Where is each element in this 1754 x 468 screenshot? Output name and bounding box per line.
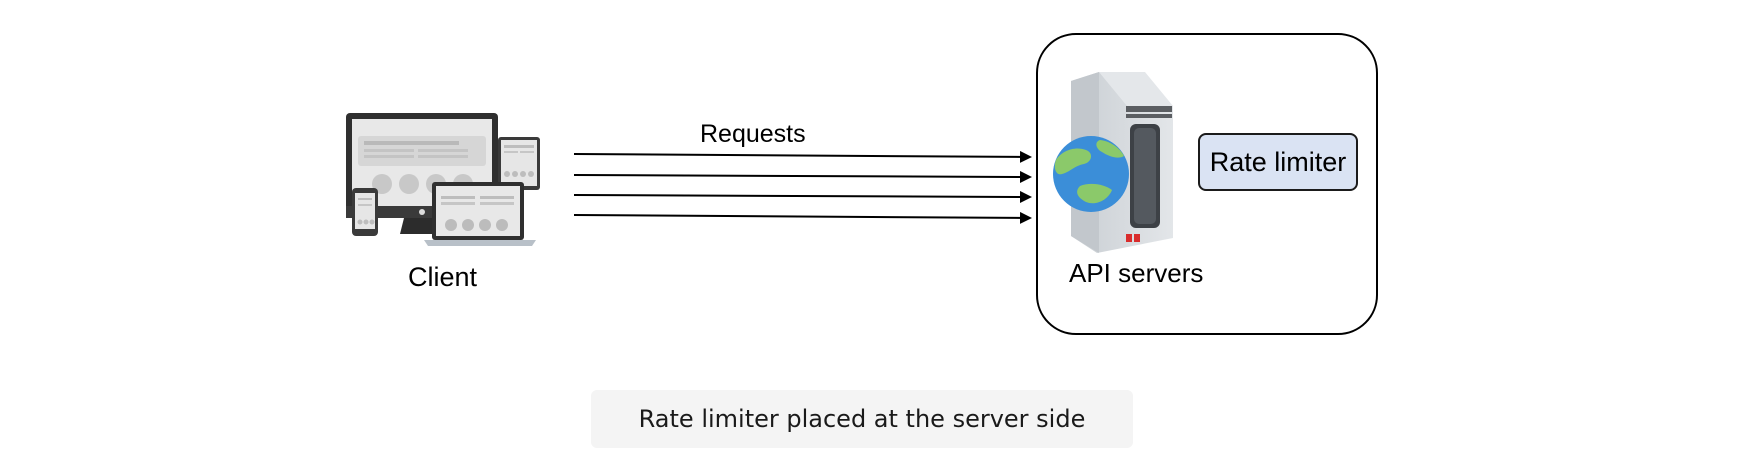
request-arrow [573, 190, 1032, 203]
caption-text: Rate limiter placed at the server side [638, 405, 1086, 433]
rate-limiter-label: Rate limiter [1209, 146, 1347, 177]
rate-limiter-box: Rate limiter [1198, 133, 1358, 191]
client-label: Client [408, 262, 478, 292]
request-arrow [573, 211, 1032, 224]
requests-label: Requests [700, 120, 806, 148]
api-servers-label: API servers [1069, 258, 1204, 288]
globe-icon [1053, 136, 1129, 212]
request-arrows [573, 150, 1032, 224]
devices-icon [346, 113, 540, 246]
request-arrow [573, 150, 1032, 163]
caption: Rate limiter placed at the server side [591, 390, 1133, 448]
laptop-icon [424, 182, 536, 246]
request-arrow [573, 170, 1032, 183]
api-servers-container [1036, 33, 1378, 335]
tablet-icon [498, 137, 540, 190]
phone-icon [352, 188, 378, 236]
